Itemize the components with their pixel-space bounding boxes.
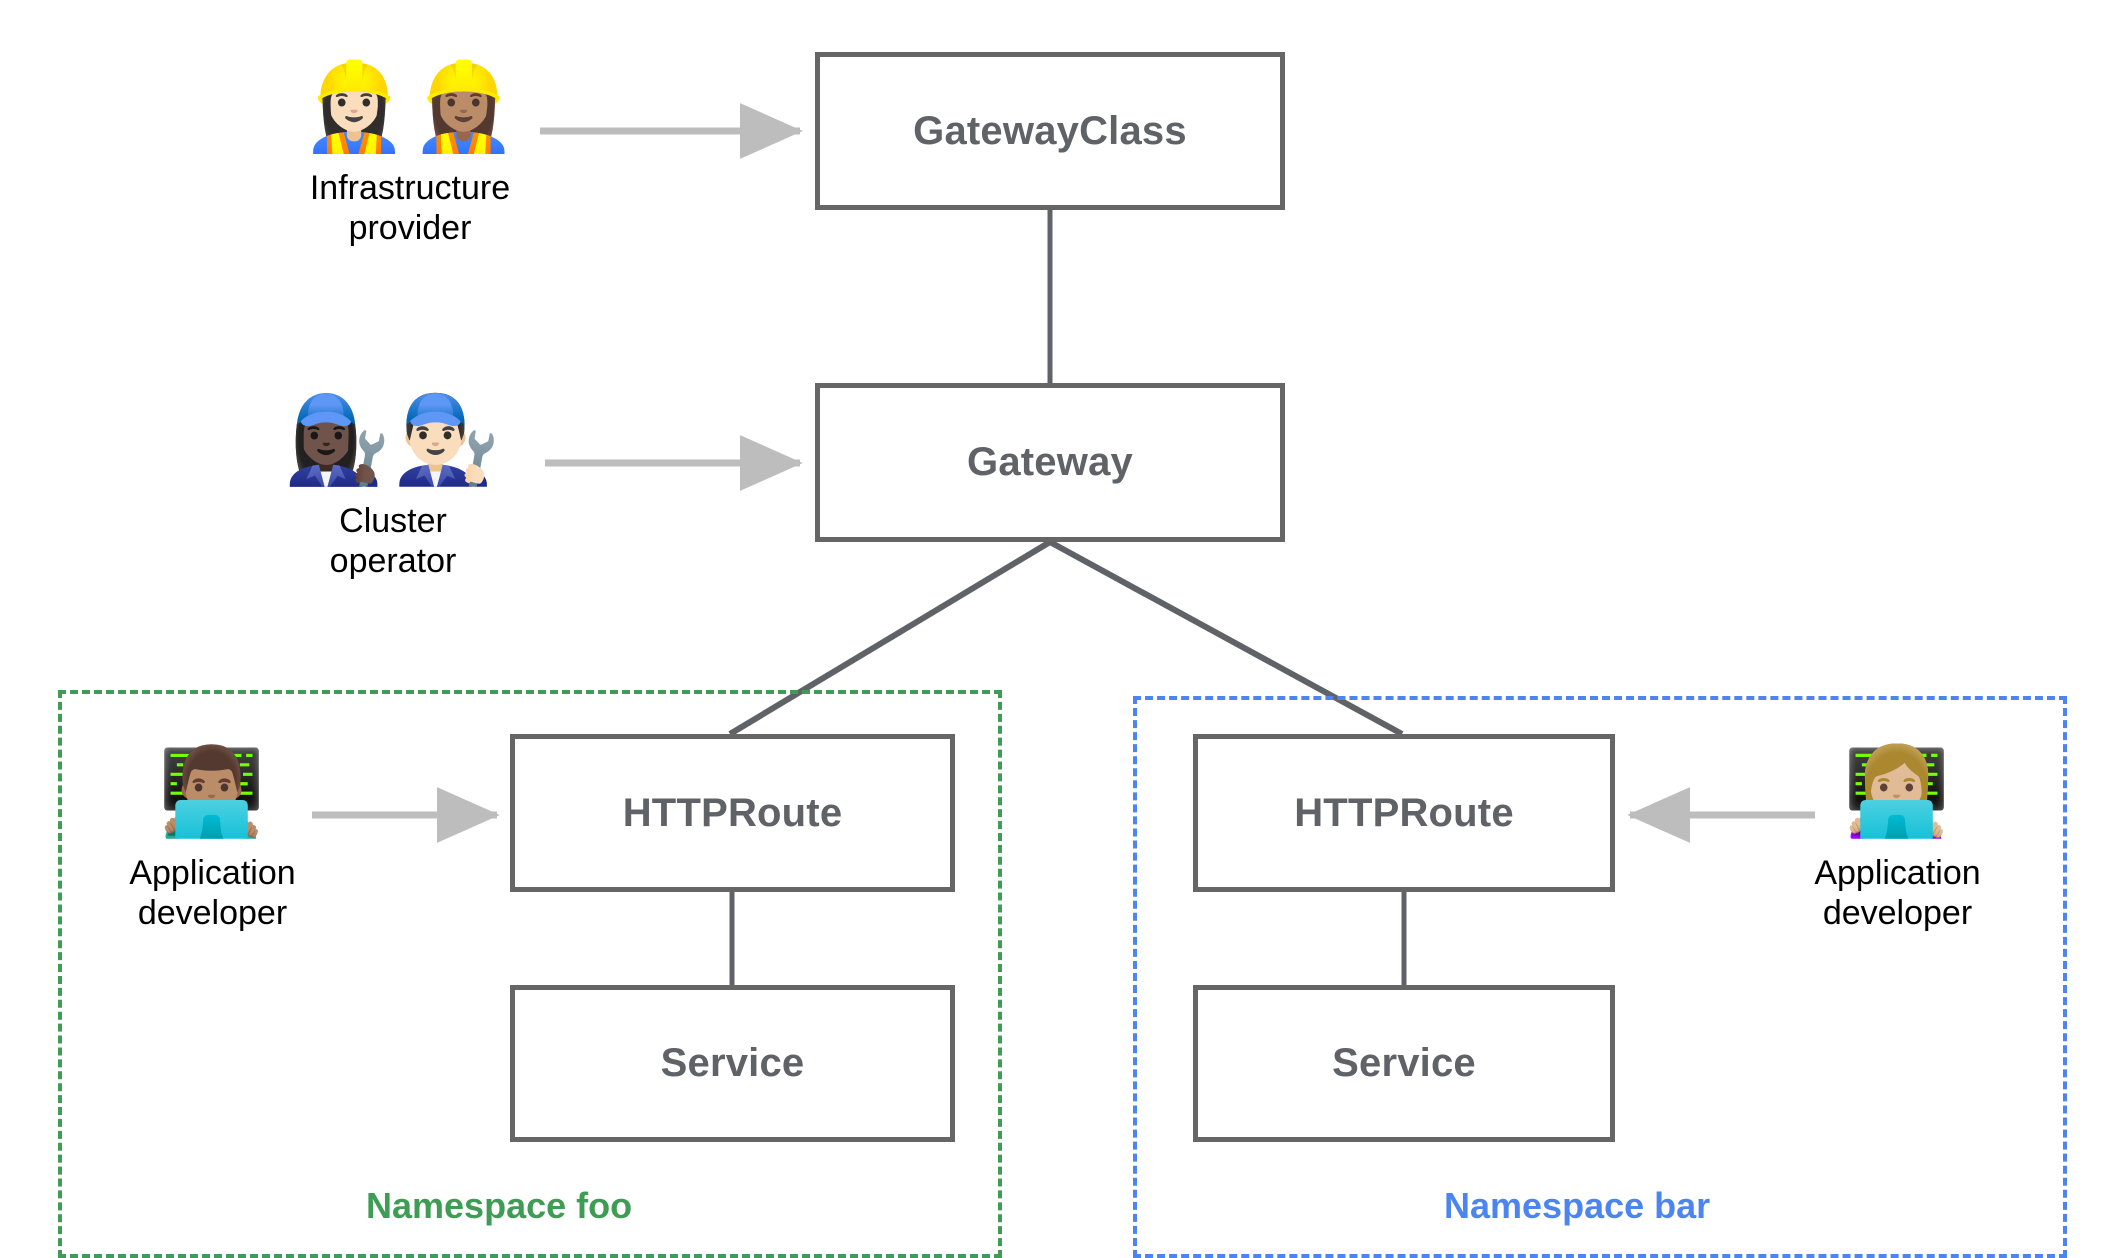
service-foo-box[interactable]: Service: [510, 985, 955, 1142]
persona-app-developer-bar: 👩🏼‍💻 Application developer: [1790, 740, 2005, 934]
service-foo-label: Service: [660, 1041, 805, 1085]
persona-app-developer-bar-label: Application developer: [1814, 854, 1981, 932]
httproute-foo-label: HTTPRoute: [622, 790, 843, 835]
persona-app-developer-foo-label: Application developer: [129, 854, 296, 932]
technologist-icon: 👩🏼‍💻: [1842, 744, 1953, 840]
namespace-foo-container: [58, 690, 1002, 1258]
gateway-label: Gateway: [967, 440, 1133, 484]
mechanics-icon: 👩🏿‍🔧👨🏻‍🔧: [283, 392, 503, 488]
persona-cluster-operator-label: Cluster operator: [329, 502, 457, 580]
httproute-bar-box[interactable]: HTTPRoute: [1193, 734, 1615, 892]
persona-infrastructure-provider-label: Infrastructure provider: [309, 169, 511, 247]
service-bar-label: Service: [1332, 1041, 1476, 1085]
construction-workers-icon: 👷🏻‍♀️👷🏽‍♀️: [300, 59, 520, 155]
gatewayclass-label: GatewayClass: [913, 108, 1187, 153]
persona-infrastructure-provider: 👷🏻‍♀️👷🏽‍♀️ Infrastructure provider: [285, 55, 535, 249]
namespace-bar-label: Namespace bar: [1444, 1185, 1711, 1226]
httproute-bar-label: HTTPRoute: [1294, 790, 1514, 835]
httproute-foo-box[interactable]: HTTPRoute: [510, 734, 955, 892]
gateway-box[interactable]: Gateway: [815, 383, 1285, 542]
service-bar-box[interactable]: Service: [1193, 985, 1615, 1142]
persona-app-developer-foo: 👨🏽‍💻 Application developer: [105, 740, 320, 934]
persona-cluster-operator: 👩🏿‍🔧👨🏻‍🔧 Cluster operator: [268, 388, 518, 582]
namespace-foo-label: Namespace foo: [366, 1185, 633, 1226]
gatewayclass-box[interactable]: GatewayClass: [815, 52, 1285, 210]
namespace-bar-container: [1133, 696, 2067, 1258]
technologist-icon: 👨🏽‍💻: [157, 744, 268, 840]
